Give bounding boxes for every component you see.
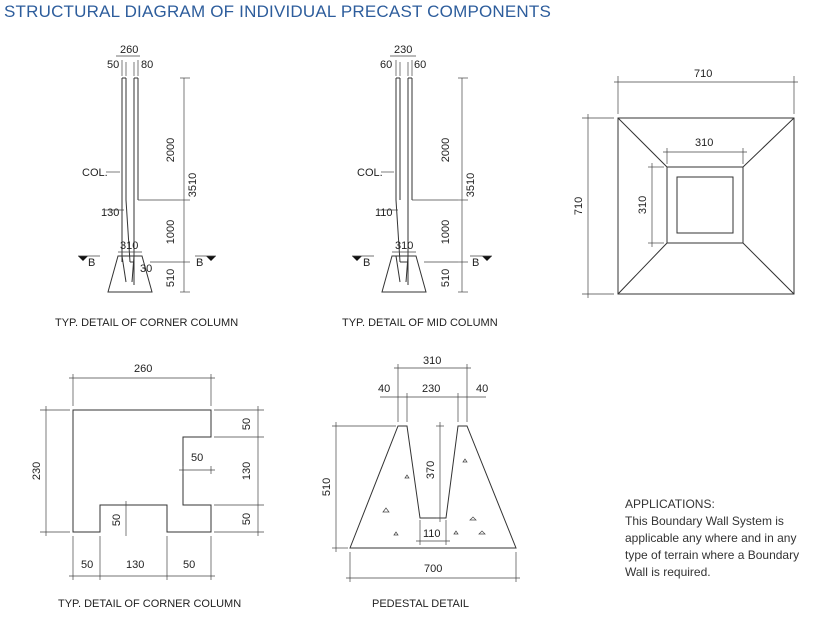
applications-line-1: This Boundary Wall System is (625, 514, 784, 528)
pedestal-plan: 710 310 710 310 (573, 68, 798, 298)
dim-mid-overall: 3510 (465, 173, 477, 197)
section-dim-right-mid: 130 (241, 462, 253, 480)
section-dim-notch-depth: 50 (191, 452, 203, 464)
dim-mid-upper: 2000 (440, 138, 452, 162)
mid-column-caption: TYP. DETAIL OF MID COLUMN (342, 317, 498, 329)
plan-dim-outer-width: 710 (694, 68, 712, 80)
mid-col-label: COL. (357, 167, 383, 179)
dim-corner-middle: 1000 (165, 220, 177, 244)
dim-corner-310: 310 (120, 240, 138, 252)
dim-mid-base: 510 (440, 269, 452, 287)
page-title: STRUCTURAL DIAGRAM OF INDIVIDUAL PRECAST… (4, 2, 552, 21)
ped-dim-base: 700 (424, 563, 442, 575)
section-dim-height: 230 (31, 462, 43, 480)
corner-col-label: COL. (82, 167, 108, 179)
dim-corner-right: 80 (141, 59, 153, 71)
dim-mid-top-width: 230 (394, 44, 412, 56)
section-dim-bottom-mid: 130 (126, 559, 144, 571)
section-dim-width: 260 (134, 363, 152, 375)
section-dim-right-bot: 50 (241, 513, 253, 525)
corner-column-section: 260 230 50 130 50 50 50 50 130 50 TYP. D… (31, 363, 264, 610)
plan-dim-inner-height: 310 (637, 196, 649, 214)
dim-corner-base: 510 (165, 269, 177, 287)
applications-line-3: type of terrain where a Boundary (625, 548, 800, 562)
plan-dim-outer-height: 710 (573, 197, 585, 215)
pedestal-caption: PEDESTAL DETAIL (372, 598, 469, 610)
corner-section-mark-left: B (88, 257, 95, 269)
applications-line-4: Wall is required. (625, 565, 711, 579)
dim-mid-middle: 1000 (440, 220, 452, 244)
applications-note: APPLICATIONS: This Boundary Wall System … (625, 496, 825, 581)
dim-mid-left: 60 (380, 59, 392, 71)
applications-line-2: applicable any where and in any (625, 531, 797, 545)
section-dim-bottom-left: 50 (81, 559, 93, 571)
section-dim-right-top: 50 (241, 418, 253, 430)
dim-corner-left: 50 (107, 59, 119, 71)
aggregate-marks (382, 458, 486, 536)
dim-corner-upper: 2000 (165, 138, 177, 162)
dim-corner-top-width: 260 (120, 44, 138, 56)
applications-heading: APPLICATIONS: (625, 497, 715, 511)
mid-section-mark-left: B (363, 257, 370, 269)
ped-dim-right-lip: 40 (476, 383, 488, 395)
corner-section-mark-right: B (196, 257, 203, 269)
section-dim-bottom-right: 50 (183, 559, 195, 571)
dim-corner-overall: 3510 (187, 173, 199, 197)
ped-dim-top-total: 310 (423, 355, 441, 367)
dim-corner-130: 130 (101, 207, 119, 219)
ped-dim-socket-bottom: 110 (423, 528, 441, 540)
ped-dim-height: 510 (321, 478, 333, 496)
ped-dim-left-lip: 40 (378, 383, 390, 395)
dim-corner-30: 30 (140, 263, 152, 275)
section-dim-bottom-notch: 50 (111, 514, 123, 526)
dim-mid-310: 310 (395, 240, 413, 252)
mid-section-mark-right: B (472, 257, 479, 269)
ped-dim-socket-depth: 370 (425, 461, 437, 479)
ped-dim-opening: 230 (422, 383, 440, 395)
dim-mid-right: 60 (414, 59, 426, 71)
section-caption: TYP. DETAIL OF CORNER COLUMN (58, 598, 241, 610)
corner-column-elevation: 260 50 80 2000 1000 510 3510 COL. 130 31… (55, 44, 238, 329)
mid-column-elevation: 230 60 60 2000 1000 510 3510 COL. 110 31… (342, 44, 498, 329)
dim-mid-110: 110 (375, 207, 393, 219)
pedestal-detail: 310 40 230 40 510 370 110 700 (321, 355, 520, 610)
plan-dim-inner-width: 310 (695, 137, 713, 149)
corner-column-caption: TYP. DETAIL OF CORNER COLUMN (55, 317, 238, 329)
